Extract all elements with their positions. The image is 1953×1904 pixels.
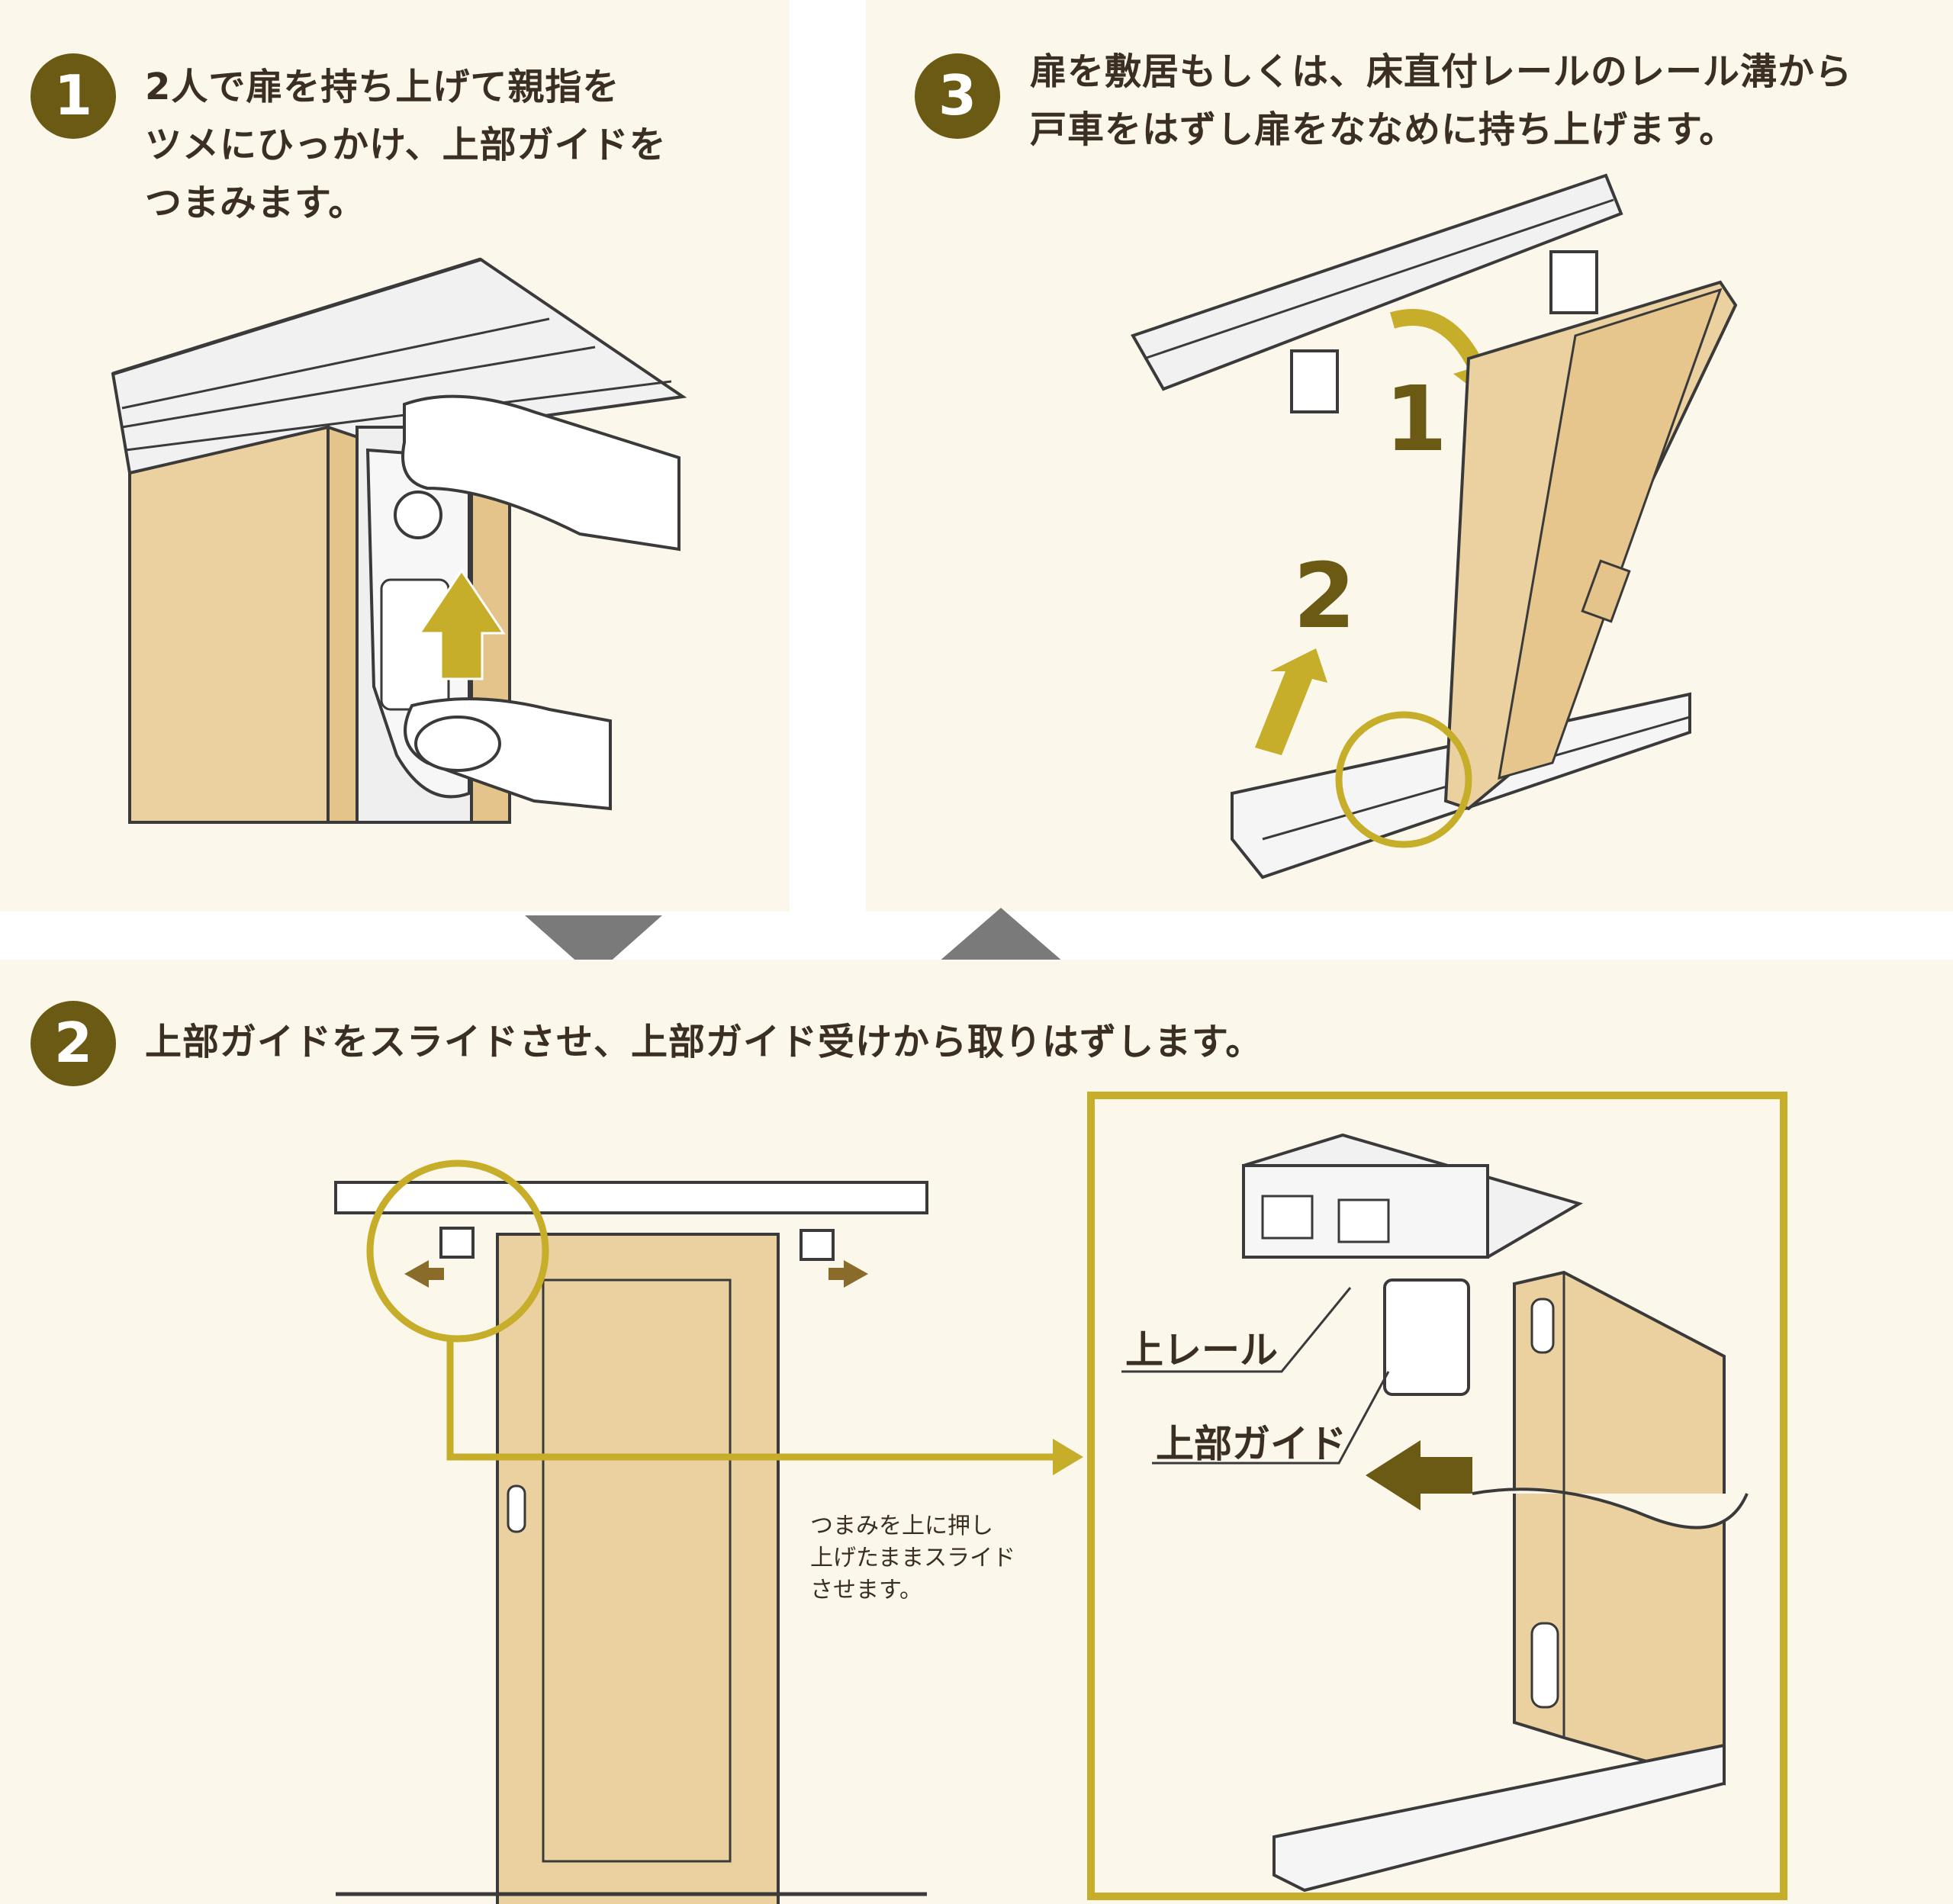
callout-upper-guide: 上部ガイド xyxy=(1156,1422,1347,1466)
arrow-up-icon xyxy=(932,908,1070,967)
highlight-circle xyxy=(1335,711,1472,848)
arrow-right-icon xyxy=(1053,1439,1083,1475)
arrow-right-icon xyxy=(1389,309,1484,371)
arrow-down-icon xyxy=(525,915,662,976)
order-label-1: 1 xyxy=(1385,366,1447,471)
step2-badge-icon: 2 xyxy=(31,1001,116,1086)
svg-text:2: 2 xyxy=(54,1011,92,1075)
slide-note: つまみを上に押し 上げたままスライド させます。 xyxy=(810,1513,1016,1603)
callout-upper-rail: 上レール xyxy=(1125,1328,1278,1372)
step3-panel: 3 扉を敷居もしくは、床直付レールのレール溝から 戸車をはずし扉をななめに持ち上… xyxy=(866,0,1953,912)
arrow-right-icon xyxy=(828,1260,868,1288)
step1-panel: 1 2人で扉を持ち上げて親指を ツメにひっかけ、上部ガイドを つまみます。 xyxy=(0,0,790,912)
svg-text:3: 3 xyxy=(938,63,976,127)
step3-instruction: 扉を敷居もしくは、床直付レールのレール溝から 戸車をはずし扉をななめに持ち上げま… xyxy=(1030,43,1852,159)
step3-line: 戸車をはずし扉をななめに持ち上げます。 xyxy=(1030,108,1737,151)
step1-line: つまみます。 xyxy=(145,182,366,224)
step2-illustration xyxy=(334,1092,1787,1904)
arrow-up-icon xyxy=(417,568,506,680)
step2-line: 上部ガイドをスライドさせ、上部ガイド受けから取りはずします。 xyxy=(145,1021,1263,1063)
step3-illustration: 1 2 xyxy=(1131,173,1738,880)
arrow-left-icon xyxy=(404,1260,444,1288)
flow-arrows xyxy=(525,908,1070,976)
step1-line: 2人で扉を持ち上げて親指を xyxy=(145,66,620,108)
step1-badge-icon: 1 xyxy=(31,53,116,139)
arrow-left-icon xyxy=(1366,1440,1472,1510)
step2-instruction: 上部ガイドをスライドさせ、上部ガイド受けから取りはずします。 xyxy=(145,1013,1263,1071)
step1-line: ツメにひっかけ、上部ガイドを xyxy=(145,124,667,166)
step2-panel: 2 上部ガイドをスライドさせ、上部ガイド受けから取りはずします。 つまみを上に押… xyxy=(0,960,1953,1904)
arrow-up-icon xyxy=(1255,648,1327,755)
step3-line: 扉を敷居もしくは、床直付レールのレール溝から xyxy=(1030,50,1853,93)
order-label-2: 2 xyxy=(1293,543,1356,648)
step1-illustration xyxy=(111,257,687,824)
highlight-circle xyxy=(366,1159,549,1343)
step3-badge-icon: 3 xyxy=(915,53,1000,139)
svg-text:1: 1 xyxy=(54,63,92,127)
step1-instruction: 2人で扉を持ち上げて親指を ツメにひっかけ、上部ガイドを つまみます。 xyxy=(145,58,667,232)
detail-frame xyxy=(1087,1092,1787,1900)
